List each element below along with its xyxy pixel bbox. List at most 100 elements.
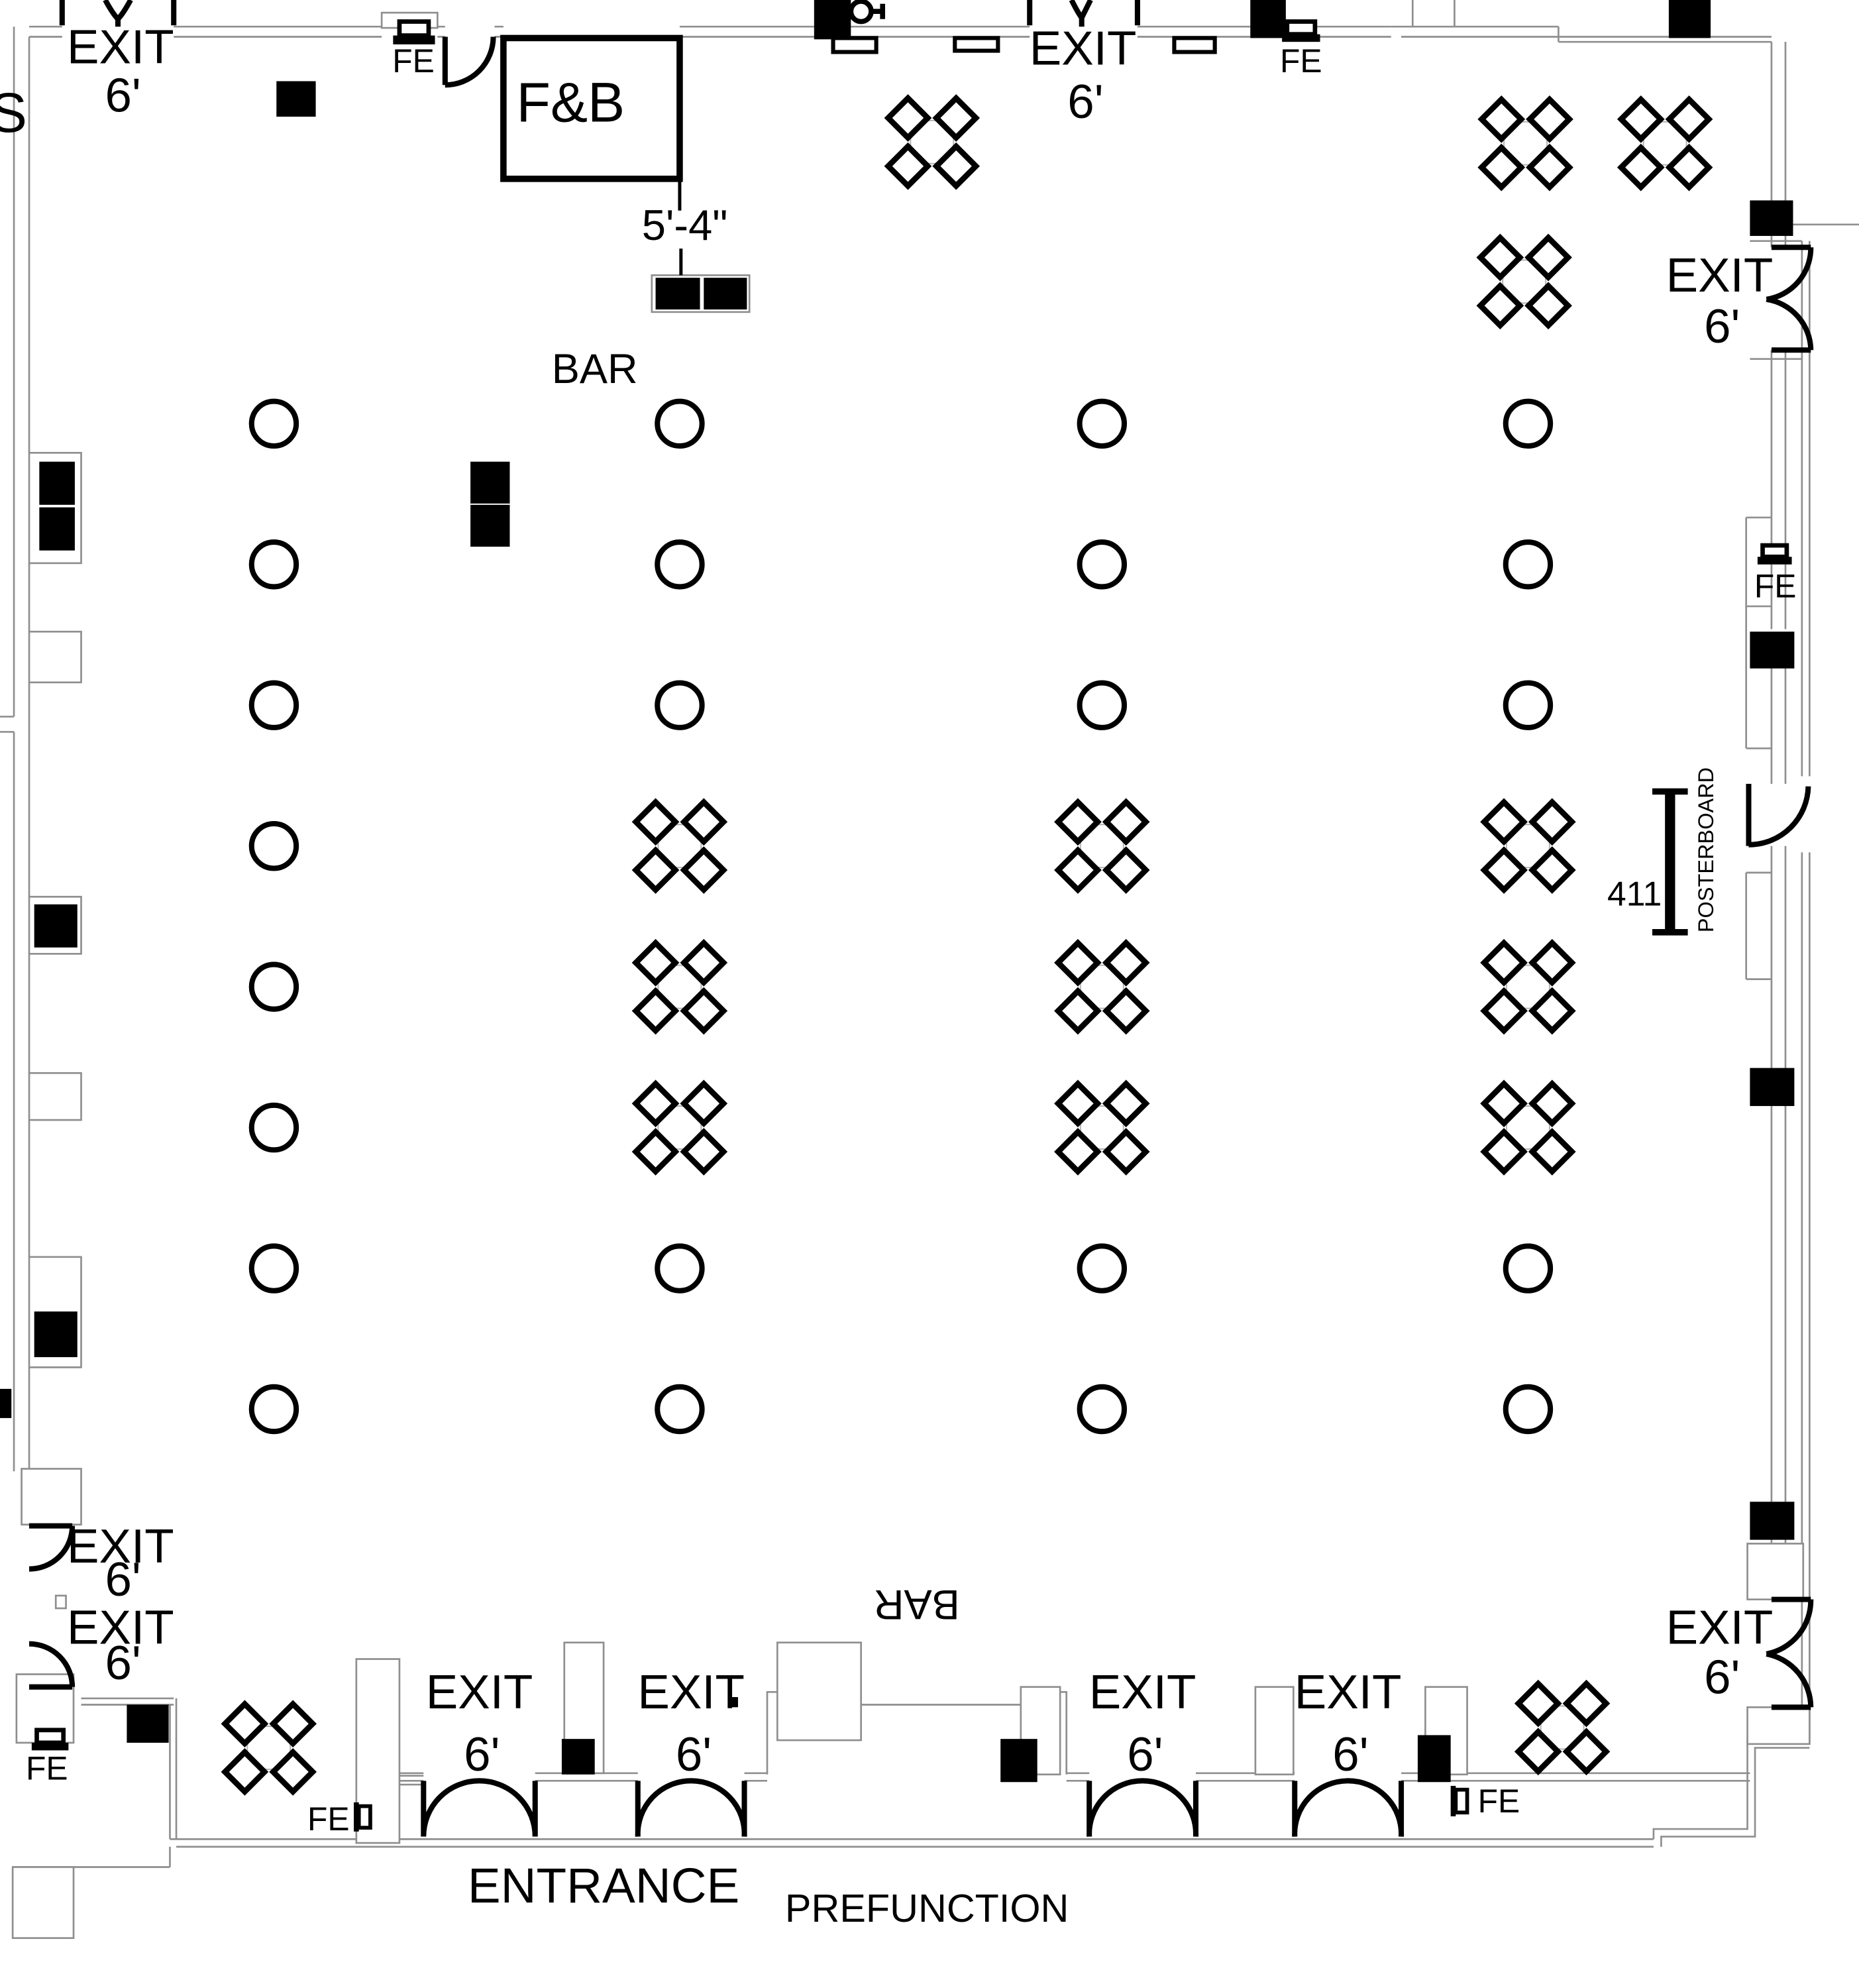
chair-cluster: [1514, 1679, 1611, 1776]
chair-icon: [1477, 95, 1526, 143]
fe-bottom-left-label: FE: [26, 1749, 68, 1787]
round-table: [248, 1243, 299, 1294]
chair-cluster: [631, 938, 728, 1035]
round-table: [655, 1243, 705, 1294]
exit-bottom-left-1-size: 6': [105, 1553, 141, 1606]
chair-cluster: [1617, 95, 1713, 192]
chair-icon: [1102, 938, 1150, 987]
chair-cluster: [1480, 1079, 1576, 1176]
chair-icon: [269, 1748, 317, 1796]
chair-icon: [1514, 1679, 1562, 1728]
solid-block: [704, 278, 747, 310]
cluster-table: [910, 119, 955, 164]
fe-bottom-center-icon: [354, 1802, 359, 1832]
chair-icon: [1528, 1079, 1576, 1128]
door-swing-icon: [28, 1641, 76, 1690]
round-table: [248, 962, 299, 1012]
wall-alcove-outline: [1746, 1706, 1811, 1745]
equipment-box: [831, 36, 878, 54]
cluster-table: [1503, 121, 1548, 166]
chair-cluster: [631, 798, 728, 894]
round-table: [1503, 539, 1554, 590]
exit-bottom-right-label: EXIT: [1666, 1601, 1774, 1655]
wall-alcove-outline: [1746, 1543, 1805, 1600]
cluster-table: [1505, 964, 1550, 1009]
chair-icon: [1617, 95, 1665, 143]
door-swing-icon: [28, 1523, 76, 1572]
wall-line: [1391, 25, 1772, 43]
exit-door1-label: EXIT: [426, 1665, 533, 1719]
solid-block: [34, 904, 78, 948]
cluster-table: [1642, 121, 1687, 166]
fe-top-left-label: FE: [392, 42, 435, 80]
fe-right-icon: [1757, 557, 1792, 565]
door-swing-icon: [442, 36, 496, 88]
fe-bottom-center-icon: [356, 1804, 372, 1830]
solid-block: [814, 0, 851, 40]
chair-cluster: [884, 94, 981, 190]
wall-alcove-outline: [776, 1641, 862, 1741]
wall-line: [1411, 0, 1456, 27]
cluster-table: [1505, 824, 1550, 869]
chair-icon: [680, 798, 728, 846]
round-table: [1503, 1243, 1554, 1294]
wall-line: [1066, 1772, 1750, 1782]
door-swing-icon: [1766, 1596, 1814, 1710]
chair-icon: [884, 142, 932, 190]
wall-line: [1770, 350, 1787, 784]
round-table: [1077, 398, 1128, 449]
chair-icon: [1528, 938, 1576, 987]
solid-block: [470, 461, 510, 504]
round-table: [1503, 1384, 1554, 1435]
wall-line: [1770, 846, 1787, 1502]
chair-icon: [1528, 846, 1576, 894]
wall-line: [170, 1838, 1654, 1848]
door-swing-icon: [1087, 1778, 1198, 1837]
chair-icon: [631, 798, 680, 846]
bar-top-label: BAR: [552, 346, 638, 392]
solid-block: [655, 278, 700, 310]
wall-alcove-outline: [28, 630, 82, 684]
chair-icon: [1480, 938, 1528, 987]
exit-bottom-left-2-label: EXIT: [67, 1601, 174, 1655]
cluster-table: [657, 824, 702, 869]
chair-icon: [1102, 846, 1150, 894]
chair-cluster: [1054, 1079, 1150, 1176]
cluster-table: [1079, 1105, 1124, 1150]
chair-cluster: [631, 1079, 728, 1176]
chair-icon: [1665, 95, 1713, 143]
fe-bottom-left-icon: [34, 1728, 66, 1745]
chair-icon: [884, 94, 932, 142]
round-table: [1077, 680, 1128, 730]
fe-top-left-icon: [393, 35, 435, 44]
cluster-table: [657, 1105, 702, 1150]
wall-alcove-outline: [21, 1468, 82, 1526]
chair-icon: [221, 1748, 269, 1796]
chair-icon: [1477, 143, 1526, 192]
fe-top-mid-label: FE: [1280, 42, 1322, 80]
wall-line: [1770, 42, 1787, 248]
door-hardware-icon: [848, 0, 874, 25]
chair-icon: [631, 846, 680, 894]
dimension-line: [678, 178, 683, 276]
door-swing-icon: [1746, 783, 1811, 848]
solid-block: [127, 1704, 169, 1743]
chair-icon: [1102, 1079, 1150, 1128]
round-table: [248, 680, 299, 730]
solid-block: [1250, 0, 1286, 38]
cluster-table: [1505, 1105, 1550, 1150]
chair-icon: [1102, 1128, 1150, 1176]
fe-right-label: FE: [1754, 568, 1797, 605]
chair-icon: [1054, 1128, 1102, 1176]
chair-icon: [680, 938, 728, 987]
fnb-room-label: F&B: [516, 72, 625, 134]
chair-icon: [932, 142, 981, 190]
door-swing-icon: [421, 1778, 538, 1837]
round-table: [1503, 398, 1554, 449]
round-table: [1077, 1243, 1128, 1294]
fe-bottom-right-icon: [1450, 1785, 1456, 1816]
solid-block: [39, 461, 75, 505]
solid-block: [276, 81, 316, 117]
chair-icon: [1665, 143, 1713, 192]
